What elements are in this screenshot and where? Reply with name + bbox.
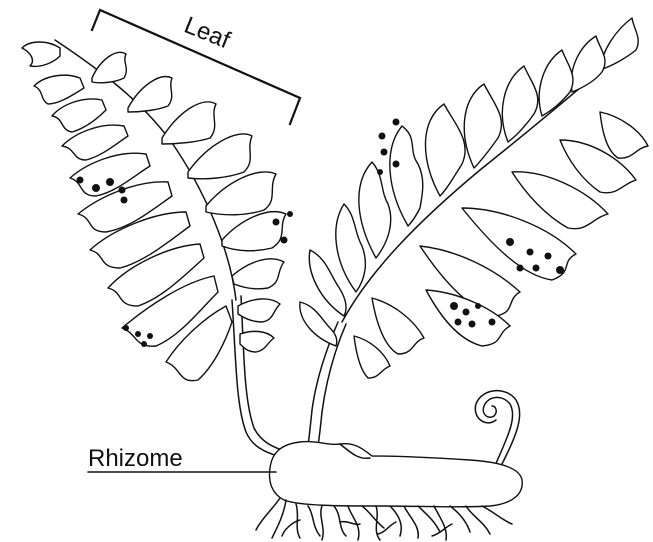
- sorus: [123, 325, 129, 331]
- pinna: [238, 299, 280, 322]
- sorus: [147, 333, 153, 339]
- rhizome-body: [270, 442, 523, 507]
- sorus: [106, 178, 114, 186]
- sorus: [119, 187, 126, 194]
- sorus: [135, 331, 141, 337]
- sorus: [455, 319, 462, 326]
- sorus: [287, 211, 293, 217]
- sorus: [393, 161, 400, 168]
- sorus: [506, 238, 514, 246]
- pinna: [300, 302, 337, 346]
- pinna: [600, 112, 648, 158]
- pinna: [359, 162, 391, 258]
- sorus: [381, 149, 388, 156]
- sorus: [92, 184, 100, 192]
- fiddlehead-stalk: [483, 397, 512, 468]
- root: [432, 524, 452, 536]
- pinna: [390, 126, 423, 226]
- pinna: [539, 50, 573, 116]
- sorus: [545, 253, 552, 260]
- sorus: [556, 266, 564, 274]
- left-stipe: [232, 300, 278, 456]
- sorus: [533, 265, 540, 272]
- sorus: [475, 303, 481, 309]
- sorus: [273, 219, 280, 226]
- fiddlehead: [475, 391, 519, 468]
- pinna: [22, 42, 60, 66]
- pinna: [354, 336, 390, 378]
- fiddlehead-stalk-inner: [475, 391, 519, 468]
- sorus: [527, 249, 534, 256]
- pinna: [222, 212, 286, 251]
- rhizome-label: Rhizome: [88, 445, 183, 472]
- root: [321, 506, 323, 540]
- root: [404, 506, 418, 538]
- left-frond: [22, 40, 293, 456]
- sorus: [379, 133, 386, 140]
- pinna: [372, 298, 424, 354]
- sorus: [489, 319, 496, 326]
- pinna: [162, 102, 216, 144]
- right-frond: [300, 18, 648, 460]
- pinna: [464, 84, 501, 168]
- root: [482, 506, 512, 524]
- pinna: [232, 259, 284, 289]
- sorus: [121, 197, 128, 204]
- root: [362, 506, 384, 528]
- sorus: [281, 237, 288, 244]
- root: [450, 506, 470, 532]
- root: [308, 506, 320, 536]
- pinna: [92, 52, 126, 82]
- rhizome: [270, 442, 523, 507]
- sorus: [393, 119, 400, 126]
- sorus: [377, 169, 383, 175]
- pinna: [600, 18, 638, 70]
- pinna: [128, 77, 172, 112]
- rhizome-callout: Rhizome: [88, 445, 276, 472]
- root: [378, 522, 396, 534]
- pinna: [425, 104, 465, 196]
- sorus: [469, 321, 476, 328]
- sorus: [141, 341, 147, 347]
- sorus: [450, 302, 458, 310]
- root: [256, 498, 280, 530]
- pinna: [571, 36, 605, 92]
- pinna: [34, 75, 84, 104]
- pinna: [240, 331, 274, 352]
- pinna: [502, 66, 537, 142]
- sorus: [517, 265, 524, 272]
- sorus: [77, 177, 84, 184]
- root: [390, 506, 401, 536]
- sorus: [463, 309, 470, 316]
